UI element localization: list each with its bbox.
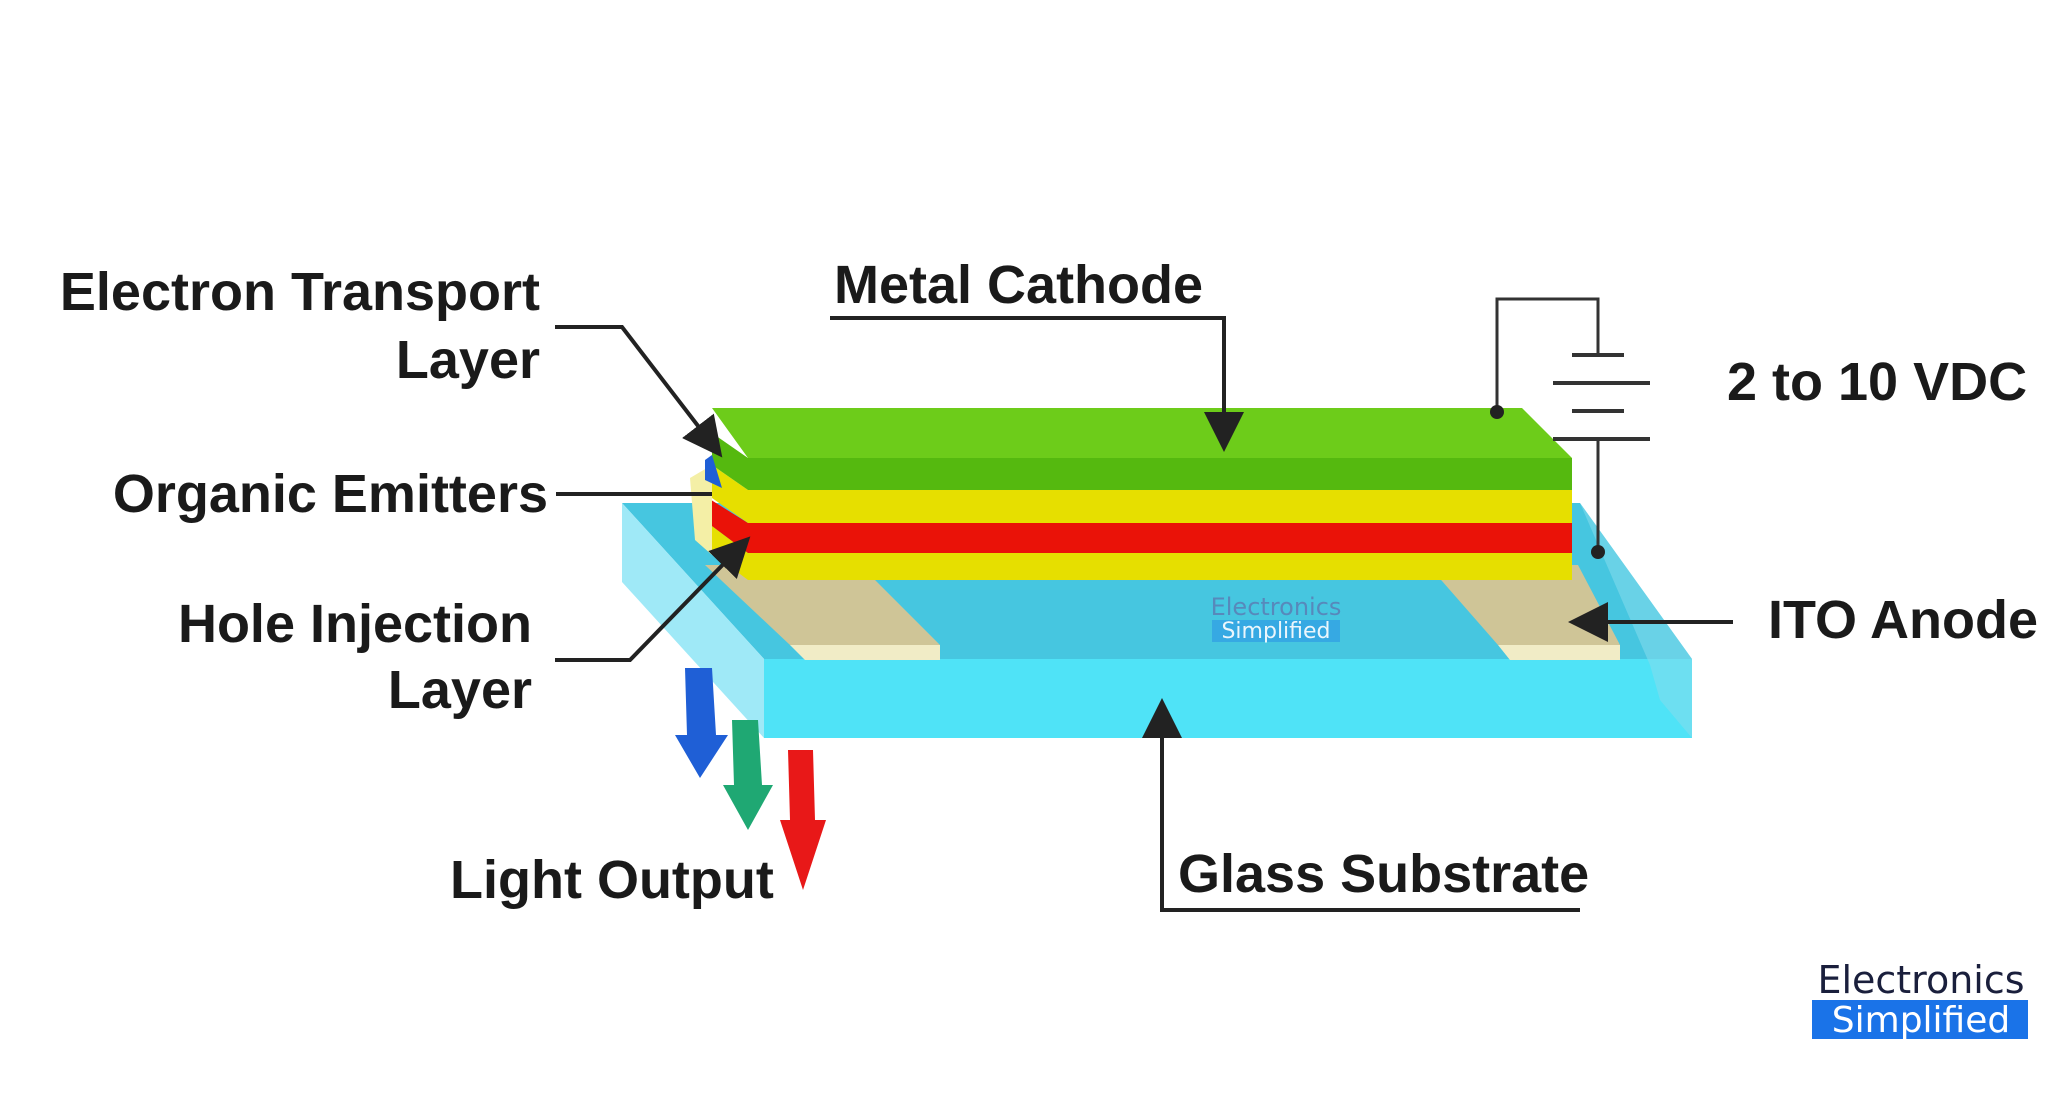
glass-left-face <box>622 503 764 738</box>
light-arrow-red <box>780 750 826 890</box>
center-watermark-box <box>1212 620 1340 642</box>
center-watermark-line1: Electronics <box>1211 593 1342 621</box>
label-hole-injection-line2: Layer <box>388 660 532 720</box>
leader-lines <box>555 316 1733 912</box>
metal-cathode-top <box>712 408 1572 458</box>
label-metal-cathode: Metal Cathode <box>834 255 1203 315</box>
battery-node-top <box>1490 405 1504 419</box>
center-watermark: Electronics Simplified <box>1211 593 1342 644</box>
logo-box <box>1812 1000 2028 1039</box>
glass-substrate-leader <box>1142 698 1580 912</box>
light-arrow-blue <box>675 668 728 778</box>
light-output-arrows <box>675 455 826 890</box>
hole-injection-layer <box>708 523 1572 580</box>
ito-anode-left-front <box>790 645 940 660</box>
label-organic-emitters: Organic Emitters <box>113 464 548 524</box>
label-hole-injection-line1: Hole Injection <box>178 594 532 654</box>
battery-node-bottom <box>1591 545 1605 559</box>
label-glass-substrate: Glass Substrate <box>1178 844 1589 904</box>
electron-transport-leader <box>555 325 723 458</box>
oled-layer-stack <box>690 408 1572 580</box>
glass-front-face <box>764 659 1692 738</box>
metal-cathode-leader <box>830 316 1244 452</box>
label-voltage: 2 to 10 VDC <box>1727 352 2027 412</box>
label-electron-transport-line1: Electron Transport <box>60 262 540 322</box>
label-ito-anode: ITO Anode <box>1768 590 2038 650</box>
ito-anode-right-front <box>1498 645 1620 660</box>
label-electron-transport-line2: Layer <box>396 330 540 390</box>
light-arrow-blue-small <box>705 455 722 488</box>
electron-transport-layer <box>712 465 1572 523</box>
organic-emitter-layer <box>708 498 1572 553</box>
center-watermark-line2: Simplified <box>1221 619 1330 644</box>
battery-symbol <box>1490 297 1650 559</box>
label-light-output: Light Output <box>450 850 774 910</box>
light-arrow-green <box>723 720 773 830</box>
battery-wire-top <box>1495 297 1600 408</box>
ito-anode-left <box>705 565 940 645</box>
stack-left-edge <box>690 465 712 555</box>
metal-cathode-front <box>712 433 1572 490</box>
hole-injection-leader <box>555 536 751 662</box>
brand-logo: Electronics Simplified <box>1812 958 2028 1041</box>
logo-line2: Simplified <box>1832 1000 2010 1041</box>
logo-line1: Electronics <box>1817 958 2024 1002</box>
